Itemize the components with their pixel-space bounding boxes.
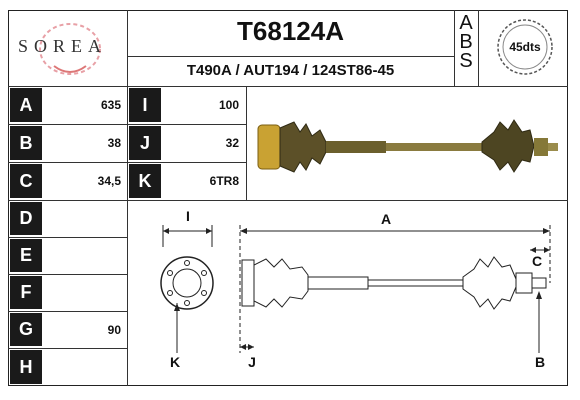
logo: SOREA <box>12 14 124 84</box>
spec-label-f: F <box>10 276 42 309</box>
divider <box>8 200 568 201</box>
abs-ring-badge: 45dts <box>490 16 560 78</box>
divider <box>127 10 128 386</box>
divider <box>8 237 128 238</box>
divider <box>8 311 128 312</box>
spec-value-i: 100 <box>218 98 239 112</box>
spec-value-h <box>44 350 127 384</box>
divider <box>246 86 247 200</box>
teeth-count: 45dts <box>509 40 541 54</box>
spec-label-g: G <box>10 313 42 346</box>
logo-swirl-icon <box>39 23 101 75</box>
dimension-label-a: A <box>380 211 392 227</box>
spec-label-b: B <box>10 126 42 160</box>
abs-label: A B S <box>454 12 478 72</box>
abs-letter-s: S <box>459 50 473 72</box>
spec-label-h: H <box>10 350 42 384</box>
part-number: T68124A <box>237 16 344 46</box>
divider <box>8 86 568 87</box>
spec-value-g: 90 <box>107 322 121 337</box>
dimension-label-b: B <box>534 354 546 370</box>
spec-value-c: 34,5 <box>97 174 121 188</box>
spec-value-b: 38 <box>107 136 121 150</box>
spec-sheet-frame <box>8 10 568 386</box>
drive-shaft-photo <box>257 119 558 173</box>
technical-diagram <box>160 225 551 353</box>
spec-value-e <box>44 239 127 272</box>
dimension-label-k: K <box>169 354 181 370</box>
divider <box>478 10 479 86</box>
dimension-label-c: C <box>531 253 543 269</box>
cross-references: T490A / AUT194 / 124ST86-45 <box>186 62 395 79</box>
dimension-label-i: I <box>186 208 190 224</box>
spec-label-c: C <box>10 164 42 198</box>
abs-letter-a: A <box>459 12 473 34</box>
spec-label-j: J <box>129 126 161 160</box>
spec-label-i: I <box>129 88 161 122</box>
gear-icon <box>497 19 553 75</box>
dimension-label-j: J <box>248 354 256 370</box>
divider <box>8 274 128 275</box>
divider <box>127 56 454 57</box>
divider <box>8 124 246 125</box>
logo-text: SOREA <box>18 36 108 56</box>
abs-letter-b: B <box>459 31 473 53</box>
spec-label-a: A <box>10 88 42 122</box>
spec-value-a: 635 <box>100 98 121 112</box>
spec-label-e: E <box>10 239 42 272</box>
spec-value-j: 32 <box>225 136 239 150</box>
spec-label-k: K <box>129 164 161 198</box>
spec-value-k: 6TR8 <box>209 174 239 188</box>
divider <box>454 10 455 86</box>
spec-value-f <box>44 276 127 309</box>
spec-label-d: D <box>10 202 42 235</box>
divider <box>8 348 128 349</box>
spec-value-d <box>44 202 127 235</box>
divider <box>8 162 246 163</box>
